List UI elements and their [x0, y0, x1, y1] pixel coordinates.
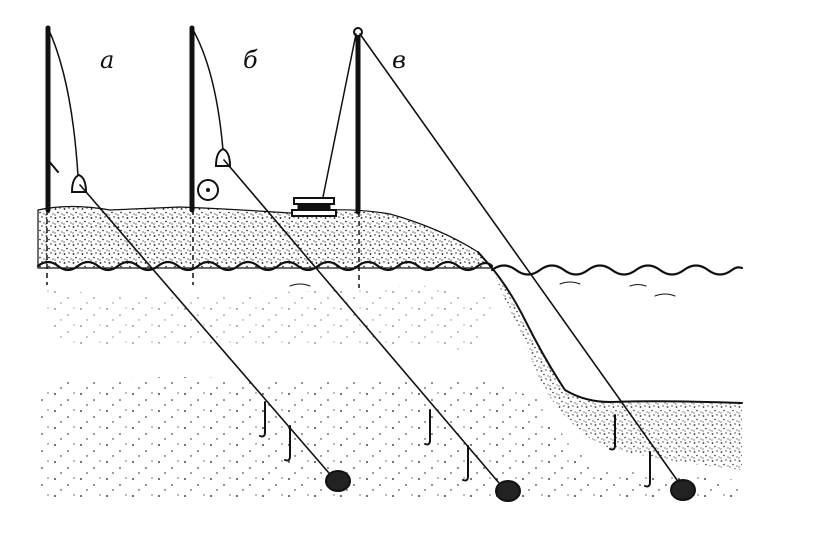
water-surface-open [490, 264, 744, 276]
wave-marks [289, 281, 676, 297]
fishing-line [79, 184, 336, 481]
sinker-icon [325, 470, 351, 492]
hook-icon [609, 414, 651, 488]
label-a: а [100, 46, 114, 74]
fishing-line [359, 33, 683, 488]
guy-line [321, 33, 357, 203]
rig-b: б [189, 25, 521, 502]
sinker-icon [495, 480, 521, 502]
label-b: б [243, 46, 258, 74]
hook-icon [424, 409, 469, 482]
underwater-slope [492, 268, 742, 470]
pole-clip [47, 159, 59, 173]
label-v: в [392, 46, 406, 74]
slope-outline [477, 251, 743, 404]
sinker-icon [670, 479, 696, 501]
water-stipple [40, 285, 500, 350]
rod-line-top [191, 27, 224, 151]
spool-icon [291, 197, 337, 217]
rod-line-top [47, 27, 79, 177]
riverbed-sediment [40, 376, 740, 500]
reel-hub [206, 188, 210, 192]
rig-v: в [291, 27, 696, 501]
water-surface [36, 260, 494, 272]
rig-a: а [45, 25, 351, 492]
hook-icon [259, 401, 291, 462]
fishing-line [223, 159, 506, 491]
